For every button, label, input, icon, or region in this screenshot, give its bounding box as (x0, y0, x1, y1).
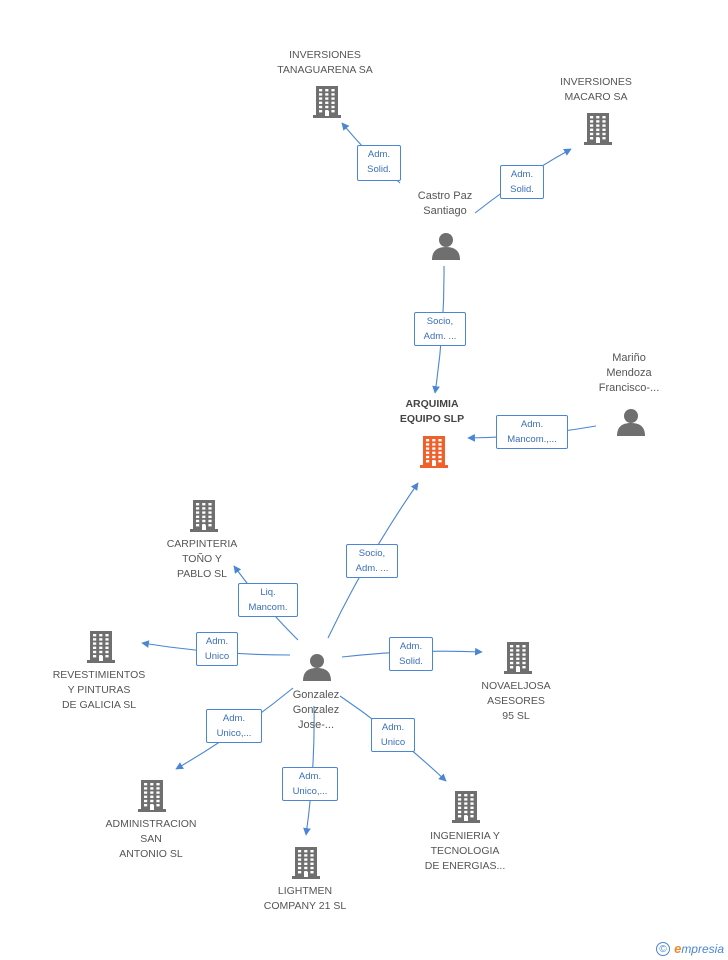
novaeljosa-label[interactable]: NOVAELJOSA ASESORES 95 SL (481, 680, 551, 722)
marino-person-icon[interactable] (616, 408, 646, 441)
lightmen-label[interactable]: LIGHTMEN COMPANY 21 SL (263, 885, 347, 912)
castro_paz-label[interactable]: Castro Paz Santiago (417, 190, 473, 217)
gonzalez-label[interactable]: Gonzalez Gonzalez Jose-... (292, 689, 340, 731)
edge-label-gonzalez-to-novaeljosa[interactable]: Adm. Solid. (389, 637, 433, 671)
edge-label-castro_paz-to-inv_tanaguarena[interactable]: Adm. Solid. (357, 145, 401, 181)
edge-label-gonzalez-to-lightmen[interactable]: Adm. Unico,... (282, 767, 338, 801)
edge-label-gonzalez-to-administracion[interactable]: Adm. Unico,... (206, 709, 262, 743)
inv_macaro-building-icon[interactable] (582, 111, 614, 150)
edge-label-gonzalez-to-revestimientos[interactable]: Adm. Unico (196, 632, 238, 666)
carpinteria-label[interactable]: CARPINTERIA TOÑO Y PABLO SL (166, 538, 238, 580)
edge-label-castro_paz-to-arquimia[interactable]: Socio, Adm. ... (414, 312, 466, 346)
ingenieria-label[interactable]: INGENIERIA Y TECNOLOGIA DE ENERGIAS... (424, 830, 506, 872)
inv_macaro-label[interactable]: INVERSIONES MACARO SA (560, 76, 632, 103)
gonzalez-person-icon[interactable] (302, 653, 332, 686)
arquimia-building-icon[interactable] (418, 434, 450, 473)
edge-label-gonzalez-to-ingenieria[interactable]: Adm. Unico (371, 718, 415, 752)
copyright-icon: © (656, 941, 671, 956)
revestimientos-label[interactable]: REVESTIMIENTOS Y PINTURAS DE GALICIA SL (52, 669, 146, 711)
castro_paz-person-icon[interactable] (431, 232, 461, 265)
revestimientos-building-icon[interactable] (85, 629, 117, 668)
edge-label-gonzalez-to-carpinteria[interactable]: Liq. Mancom. (238, 583, 298, 617)
inv_tanaguarena-label[interactable]: INVERSIONES TANAGUARENA SA (277, 49, 373, 76)
ingenieria-building-icon[interactable] (450, 789, 482, 828)
brand-logo[interactable]: empresia (674, 941, 724, 956)
lightmen-building-icon[interactable] (290, 845, 322, 884)
administracion-building-icon[interactable] (136, 778, 168, 817)
inv_tanaguarena-building-icon[interactable] (311, 84, 343, 123)
edge-label-marino-to-arquimia[interactable]: Adm. Mancom.,... (496, 415, 568, 449)
carpinteria-building-icon[interactable] (188, 498, 220, 537)
arquimia-label[interactable]: ARQUIMIA EQUIPO SLP (399, 398, 465, 425)
edge-label-castro_paz-to-inv_macaro[interactable]: Adm. Solid. (500, 165, 544, 199)
edge-label-gonzalez-to-arquimia[interactable]: Socio, Adm. ... (346, 544, 398, 578)
footer: © empresia (656, 941, 724, 956)
marino-label[interactable]: Mariño Mendoza Francisco-... (598, 352, 660, 394)
novaeljosa-building-icon[interactable] (502, 640, 534, 679)
administracion-label[interactable]: ADMINISTRACION SAN ANTONIO SL (105, 818, 197, 860)
